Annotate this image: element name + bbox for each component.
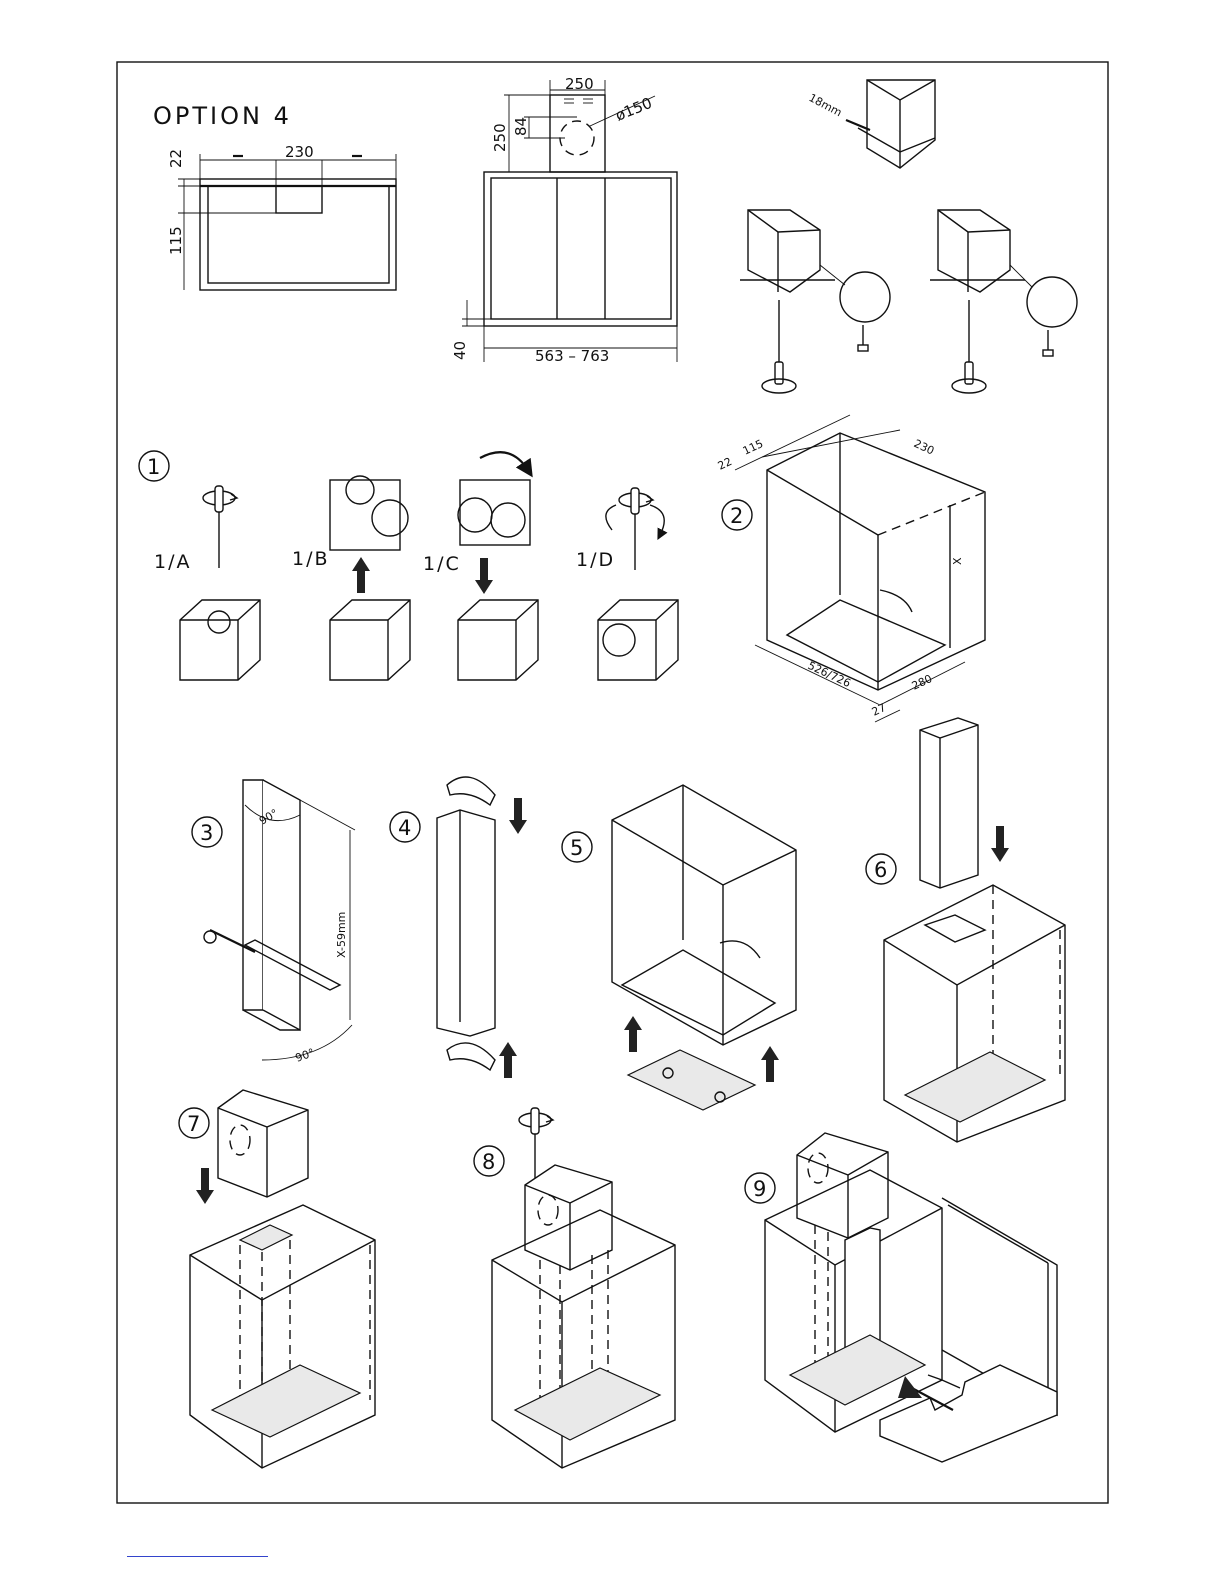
dim-duct-width: 250 <box>565 75 594 93</box>
step-2-dim-w: 526/726 <box>806 659 853 690</box>
step-3-duct-drawing <box>204 780 355 1060</box>
step-7-drawing <box>190 1090 375 1468</box>
step-8-drawing <box>492 1108 675 1468</box>
step-3-angle-bottom: 90° <box>294 1046 317 1065</box>
step-2-hood-drawing <box>735 415 985 722</box>
step-1d-label: 1/D <box>576 549 615 571</box>
step-1b-label: 1/B <box>292 548 330 570</box>
step-7-number: 7 <box>187 1112 200 1136</box>
step-5-hood-drawing <box>612 785 796 1110</box>
bracket-detail-left <box>740 210 890 393</box>
step-3-length: X-59mm <box>335 912 348 958</box>
dim-plan-width: 230 <box>285 143 314 161</box>
dim-duct-diameter: ø150 <box>613 94 655 125</box>
step-8-number: 8 <box>482 1150 495 1174</box>
step-6-number: 6 <box>874 858 887 882</box>
dim-plan-depth: 115 <box>167 226 185 255</box>
step-1d-drawing <box>598 488 678 680</box>
step-1c-label: 1/C <box>423 553 461 575</box>
step-5-number: 5 <box>570 836 583 860</box>
step-2-dim-c: 230 <box>912 437 937 458</box>
step-9-drawing <box>765 1133 1057 1462</box>
dim-screw-length: 18mm <box>807 91 844 119</box>
step-1b-drawing <box>330 476 410 680</box>
dim-duct-offset: 84 <box>512 117 530 136</box>
step-9-number: 9 <box>753 1177 766 1201</box>
footer-link-underline[interactable] <box>127 1556 268 1557</box>
step-1c-drawing <box>458 452 538 680</box>
step-1a-label: 1/A <box>154 551 192 573</box>
dim-plan-offset: 22 <box>167 149 185 168</box>
step-1-number: 1 <box>147 455 160 479</box>
step-2-dim-d: 280 <box>910 672 935 693</box>
step-2-number: 2 <box>730 504 743 528</box>
step-4-number: 4 <box>398 816 411 840</box>
step-2-dim-a: 22 <box>716 455 734 473</box>
step-3-number: 3 <box>200 821 213 845</box>
dim-duct-height: 250 <box>491 123 509 152</box>
step-1a-drawing <box>180 486 260 680</box>
dim-frame-height: 40 <box>451 341 469 360</box>
bracket-detail-right <box>930 210 1077 393</box>
dim-frame-width: 563 – 763 <box>535 347 609 365</box>
step-2-dim-x: X <box>951 557 964 565</box>
step-2-dim-b: 115 <box>741 437 766 458</box>
plan-view-drawing <box>178 154 396 290</box>
front-elevation-drawing <box>462 80 677 362</box>
step-4-duct-drawing <box>437 777 527 1078</box>
bracket-detail-top <box>846 80 935 168</box>
option-title: OPTION 4 <box>153 102 292 130</box>
step-2-dim-e: 27 <box>870 701 888 719</box>
step-6-drawing <box>884 718 1065 1142</box>
